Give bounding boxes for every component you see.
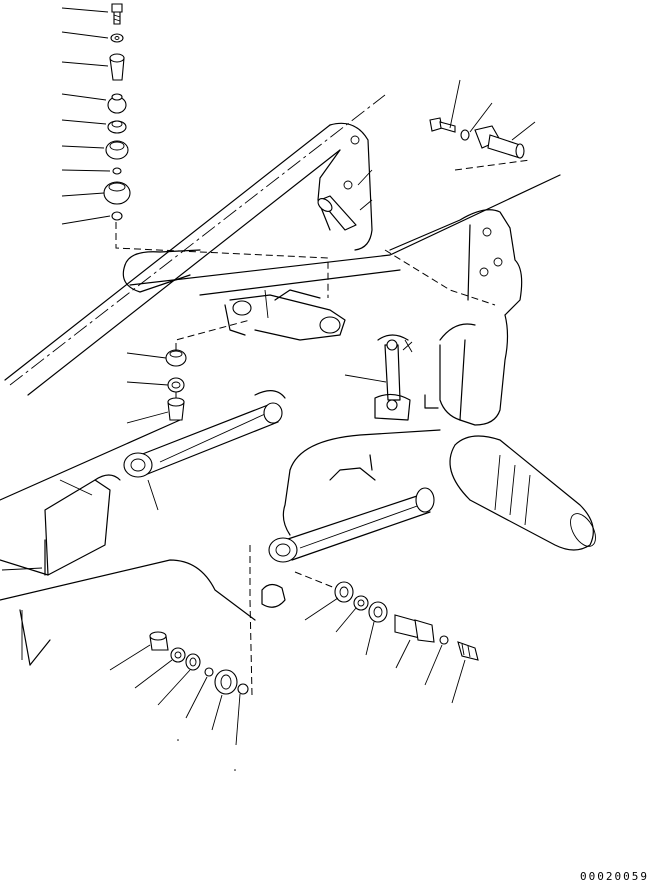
right-link-assembly	[374, 334, 413, 421]
upper-bracket	[224, 195, 357, 341]
main-frame	[0, 94, 561, 666]
mid-stack	[165, 349, 187, 421]
right-tower	[389, 209, 523, 426]
upper-stack	[103, 3, 131, 221]
lower-left-stack	[149, 631, 249, 695]
upper-lateral-rod	[123, 390, 286, 478]
lower-right-stack	[334, 581, 479, 661]
leader-lines	[1, 7, 536, 771]
assembly-lines	[115, 159, 531, 696]
axle-housing	[282, 429, 596, 551]
lower-lateral-rod	[261, 487, 435, 608]
upper-right-pin-group	[429, 117, 525, 159]
drawing-number: 00020059	[580, 870, 649, 883]
left-plate	[0, 474, 121, 576]
